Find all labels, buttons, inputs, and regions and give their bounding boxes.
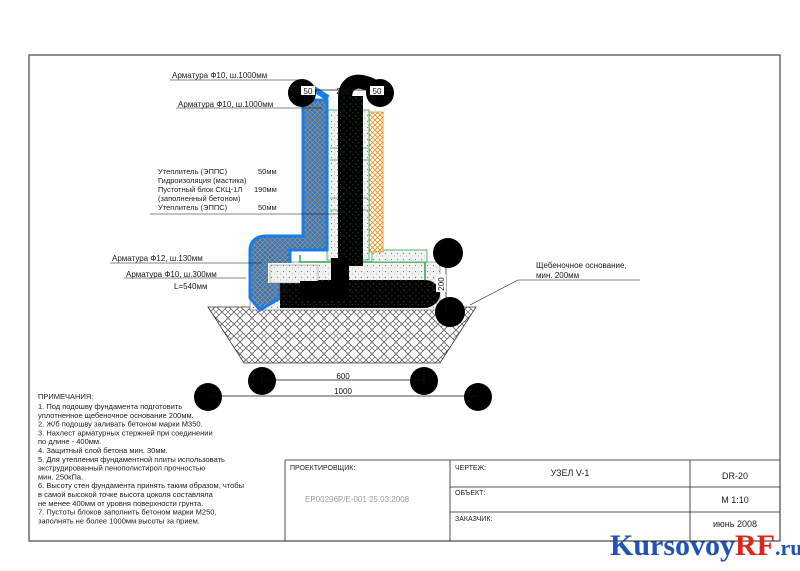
layer-name-3: Пустотный блок СКЦ-1Л bbox=[158, 185, 242, 194]
layer-value-3: 190мм bbox=[254, 185, 277, 194]
dim-right-vertical: 200 bbox=[437, 277, 446, 291]
watermark-text: KursovoyRF.ru bbox=[610, 529, 800, 562]
notes-line: уплотненное щебеночное основание 200мм. bbox=[38, 411, 194, 420]
notes-line: заполнять не более 1000мм высоты за прие… bbox=[38, 516, 200, 525]
designer-label: ПРОЕКТИРОВЩИК: bbox=[290, 465, 355, 472]
label-rebar-top-1: Арматура Ф10, ш.1000мм bbox=[172, 71, 267, 80]
watermark-logo: KursovoyRF.ru bbox=[610, 529, 800, 562]
notes-line: не менее 400мм от уровня поверхности гру… bbox=[38, 499, 203, 508]
notes-line: 4. Защитный слой бетона мин. 30мм. bbox=[38, 446, 168, 455]
notes-line: 1. Под подошву фундамента подготовить bbox=[38, 402, 182, 411]
drawing-value: УЗЕЛ V-1 bbox=[551, 468, 590, 478]
notes-line: 7. Пустоты блоков заполнить бетоном марк… bbox=[38, 508, 217, 517]
drawing-label: ЧЕРТЕЖ: bbox=[455, 465, 486, 472]
dim-top-left: 50 bbox=[304, 87, 313, 96]
layer-name-4: (заполненный бетоном) bbox=[158, 194, 241, 203]
layer-name-5: Утеплитель (ЭППС) bbox=[158, 203, 228, 212]
label-gravel-2: мин. 200мм bbox=[536, 271, 579, 280]
layer-value-1: 50мм bbox=[258, 167, 277, 176]
rebar-vertical bbox=[338, 96, 363, 266]
notes-lines: 1. Под подошву фундамента подготовить уп… bbox=[38, 402, 244, 525]
object-label: ОБЪЕКТ: bbox=[455, 490, 485, 497]
insulation-left bbox=[248, 98, 329, 312]
insulation-right bbox=[368, 111, 384, 253]
dim-bottom-1000: 1000 bbox=[334, 387, 352, 396]
drawing-frame bbox=[28, 54, 781, 542]
notes-line: 5. Для утепления фундаментной плиты испо… bbox=[38, 455, 225, 464]
drawing-scale: M 1:10 bbox=[721, 495, 749, 505]
label-rebar-top-2: Арматура Ф10, ш.1000мм bbox=[178, 100, 273, 109]
drawing-code: DR-20 bbox=[722, 471, 748, 481]
layer-value-5: 50мм bbox=[258, 203, 277, 212]
rebar-bend bbox=[300, 258, 349, 299]
label-rebar-bottom: Арматура Ф10, ш.300мм bbox=[126, 270, 217, 279]
notes-block: ПРИМЕЧАНИЯ: 1. Под подошву фундамента по… bbox=[38, 392, 244, 525]
notes-title: ПРИМЕЧАНИЯ: bbox=[38, 392, 93, 401]
label-rebar-bottom-length: L=540мм bbox=[174, 282, 207, 291]
notes-line: в самой высокой точке высота цоколя сост… bbox=[38, 490, 214, 499]
label-gravel-1: Щебеночное основание, bbox=[536, 261, 627, 270]
layer-name-2: Гидроизоляция (мастика) bbox=[158, 176, 247, 185]
layer-list: Утеплитель (ЭППС) 50мм Гидроизоляция (ма… bbox=[158, 167, 277, 212]
notes-line: 2. Ж/б подошву заливать бетоном марки М3… bbox=[38, 420, 203, 429]
footing-step bbox=[371, 249, 428, 263]
title-block bbox=[284, 459, 780, 541]
dim-top-right: 50 bbox=[373, 87, 382, 96]
leader-lines bbox=[110, 79, 640, 306]
notes-line: мин. 250кПа. bbox=[38, 472, 83, 481]
customer-label: ЗАКАЗЧИК: bbox=[455, 516, 492, 523]
drawing-date: июнь 2008 bbox=[713, 519, 757, 529]
dim-top-mid: 200 bbox=[336, 87, 350, 96]
notes-line: экструдированный пенополистирол прочност… bbox=[38, 464, 206, 473]
notes-line: 3. Нахлест арматурных стержней при соеди… bbox=[38, 428, 213, 437]
layer-name-1: Утеплитель (ЭППС) bbox=[158, 167, 228, 176]
notes-line: по длине - 400мм. bbox=[38, 437, 101, 446]
label-rebar-mid: Арматура Ф12, ш.130мм bbox=[112, 254, 203, 263]
dim-bottom-600: 600 bbox=[336, 372, 350, 381]
designer-value: EP00296P/E-001 25.03.2008 bbox=[305, 495, 410, 504]
notes-line: 6. Высоту стен фундамента принять таким … bbox=[38, 481, 244, 490]
